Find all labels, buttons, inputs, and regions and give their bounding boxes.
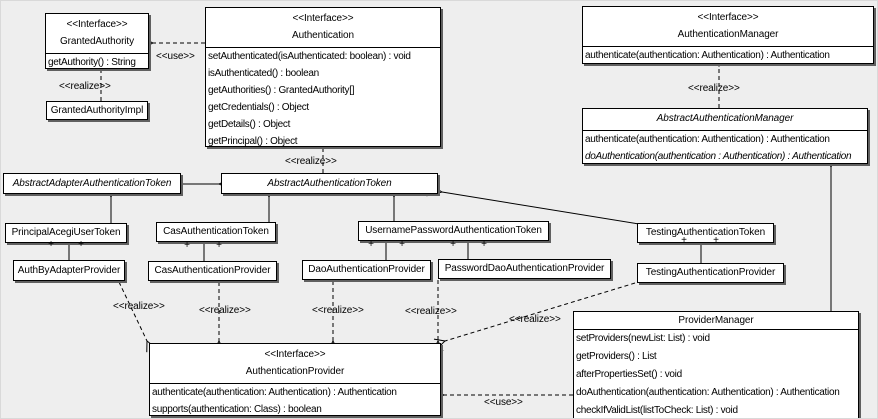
stereotype-label: <<Interface>> (697, 12, 759, 23)
assoc-plus-marker: + (216, 240, 222, 251)
method-label: getDetails() : Object (208, 119, 291, 130)
class-box-authentication: <<Interface>> Authentication setAuthenti… (205, 7, 441, 147)
class-name: GrantedAuthorityImpl (50, 105, 144, 116)
class-box-principal-acegi-user-token: PrincipalAcegiUserToken (5, 223, 127, 243)
edge-label-realize: <<realize>> (688, 83, 740, 94)
method-label: authenticate(authentication: Authenticat… (585, 134, 830, 145)
class-name: DaoAuthenticationProvider (308, 264, 425, 275)
method-label: getAuthorities() : GrantedAuthority[] (208, 85, 355, 96)
edge-label-realize: <<realize>> (312, 305, 364, 316)
assoc-plus-marker: + (184, 240, 190, 251)
class-box-granted-authority: <<Interface>> GrantedAuthority getAuthor… (45, 13, 149, 69)
class-box-abstract-adapter-authentication-token: AbstractAdapterAuthenticationToken (3, 173, 181, 194)
stereotype-label: <<Interface>> (264, 349, 326, 360)
class-name: PasswordDaoAuthenticationProvider (444, 263, 605, 274)
class-box-cas-authentication-token: CasAuthenticationToken (156, 222, 276, 242)
class-box-abstract-authentication-token: AbstractAuthenticationToken (221, 173, 438, 194)
method-label: afterPropertiesSet() : void (576, 369, 682, 380)
assoc-plus-marker: + (399, 239, 405, 250)
class-box-testing-authentication-provider: TestingAuthenticationProvider (637, 263, 784, 283)
class-name: AuthenticationManager (677, 29, 779, 40)
method-label: setAuthenticated(isAuthenticated: boolea… (208, 51, 411, 62)
edge-label-realize: <<realize>> (59, 81, 111, 92)
method-label: supports(authentication: Class) : boolea… (152, 404, 322, 415)
method-label: isAuthenticated() : boolean (208, 68, 319, 79)
edge-label-use: <<use>> (156, 51, 195, 62)
class-box-dao-authentication-provider: DaoAuthenticationProvider (302, 260, 431, 280)
class-box-username-password-authentication-token: UsernamePasswordAuthenticationToken (358, 221, 549, 241)
assoc-plus-marker: + (450, 239, 456, 250)
class-box-cas-authentication-provider: CasAuthenticationProvider (148, 261, 277, 281)
class-name: CasAuthenticationToken (163, 226, 269, 237)
class-name: UsernamePasswordAuthenticationToken (365, 225, 542, 236)
assoc-plus-marker: + (368, 239, 374, 250)
class-name: GrantedAuthority (60, 36, 134, 47)
class-box-testing-authentication-token: TestingAuthenticationToken (637, 223, 774, 243)
edge-realize-testingprovider (445, 282, 636, 341)
edge-label-realize: <<realize>> (509, 314, 561, 325)
class-box-abstract-authentication-manager: AbstractAuthenticationManager authentica… (582, 108, 868, 164)
stereotype-label: <<Interface>> (292, 13, 354, 24)
class-name: AbstractAuthenticationManager (656, 113, 794, 124)
class-box-auth-by-adapter-provider: AuthByAdapterProvider (13, 260, 125, 281)
method-label: doAuthentication(authentication: Authent… (576, 387, 840, 398)
method-label: setProviders(newList: List) : void (576, 333, 710, 344)
class-name: PrincipalAcegiUserToken (11, 227, 121, 238)
edge-generalization-testingtoken (442, 192, 640, 225)
method-label: getPrincipal() : Object (208, 136, 298, 147)
class-name: ProviderManager (678, 315, 754, 326)
edge-label-realize: <<realize>> (113, 301, 165, 312)
method-label: doAuthentication(authentication : Authen… (585, 151, 852, 162)
class-name: CasAuthenticationProvider (154, 265, 271, 276)
class-name: TestingAuthenticationProvider (645, 267, 776, 278)
method-label: getAuthority() : String (48, 57, 136, 68)
class-box-granted-authority-impl: GrantedAuthorityImpl (46, 101, 148, 120)
class-box-authentication-provider: <<Interface>> AuthenticationProvider aut… (149, 343, 441, 416)
assoc-plus-marker: + (681, 235, 687, 246)
edge-label-use: <<use>> (484, 397, 523, 408)
method-label: authenticate(authentication: Authenticat… (585, 50, 830, 61)
edge-label-realize: <<realize>> (199, 305, 251, 316)
class-box-password-dao-authentication-provider: PasswordDaoAuthenticationProvider (438, 259, 611, 279)
method-label: checkIfValidList(listToCheck: List) : vo… (576, 405, 738, 416)
assoc-plus-marker: + (481, 239, 487, 250)
edge-label-realize: <<realize>> (405, 306, 457, 317)
assoc-plus-marker: + (78, 239, 84, 250)
class-name: AbstractAdapterAuthenticationToken (12, 178, 172, 189)
class-box-authentication-manager: <<Interface>> AuthenticationManager auth… (582, 6, 874, 64)
class-name: AuthByAdapterProvider (17, 265, 121, 276)
assoc-plus-marker: + (48, 239, 54, 250)
class-box-provider-manager: ProviderManager setProviders(newList: Li… (573, 311, 859, 418)
method-label: getProviders() : List (576, 351, 657, 362)
stereotype-label: <<Interface>> (66, 19, 128, 30)
class-name: Authentication (292, 30, 354, 41)
class-name: AuthenticationProvider (245, 366, 345, 377)
method-label: getCredentials() : Object (208, 102, 309, 113)
edge-label-realize: <<realize>> (285, 156, 337, 167)
assoc-plus-marker: + (713, 235, 719, 246)
class-name: AbstractAuthenticationToken (267, 178, 392, 189)
class-name: TestingAuthenticationToken (645, 227, 766, 238)
edge-realize-authbyadapterprovider (118, 281, 147, 341)
method-label: authenticate(authentication: Authenticat… (152, 387, 397, 398)
